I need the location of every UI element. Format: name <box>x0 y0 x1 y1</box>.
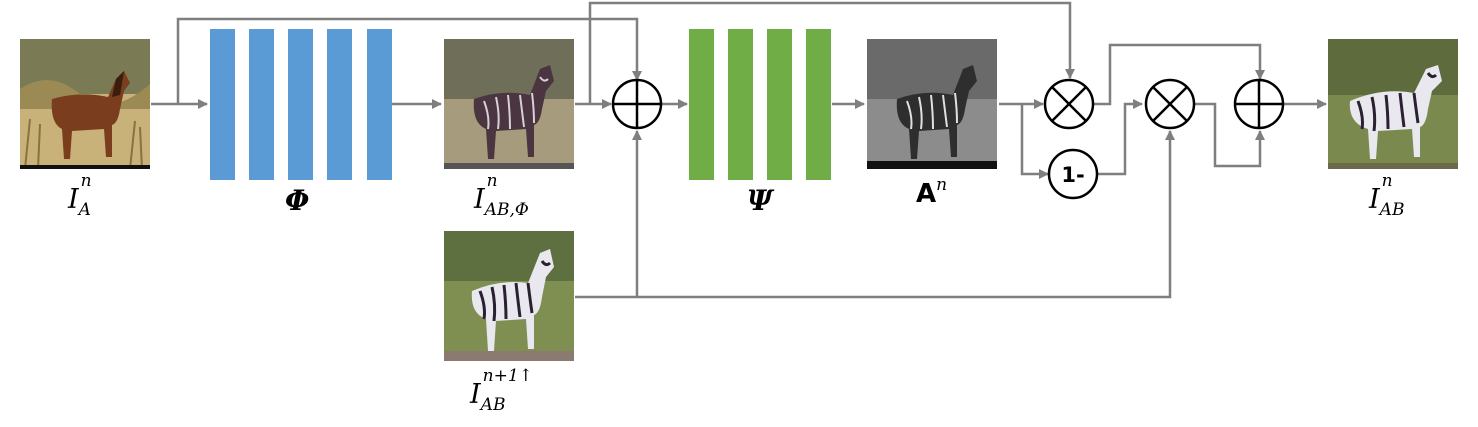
phi-block-3 <box>288 29 313 180</box>
psi-block-1 <box>689 29 714 180</box>
plus-operator-2 <box>1233 78 1285 130</box>
arrow-upsampled-to-mult2 <box>575 130 1175 299</box>
upsampled-prev-image <box>444 231 574 361</box>
multiply-operator-1 <box>1043 78 1095 130</box>
psi-block-4 <box>806 29 831 180</box>
phi-output-image <box>444 39 574 169</box>
phi-label: Φ <box>285 184 310 217</box>
psi-label: Ψ <box>747 184 773 217</box>
psi-block-3 <box>767 29 792 180</box>
arrow-phi-output-to-mult1 <box>588 1 1075 104</box>
arrow-mult2-to-plus2 <box>1194 102 1265 168</box>
arrow-attention-to-one-minus <box>1020 104 1049 179</box>
arrow-mult1-to-plus2 <box>1093 43 1265 106</box>
attention-label: An <box>916 175 948 209</box>
phi-block-4 <box>327 29 352 180</box>
multiply-operator-2 <box>1144 78 1196 130</box>
final-output-image <box>1328 39 1458 169</box>
phi-block-5 <box>367 29 392 180</box>
input-horse-image <box>20 39 150 169</box>
plus-operator-1 <box>611 78 663 130</box>
one-minus-operator <box>1047 148 1099 200</box>
one-minus-label: 1- <box>1061 163 1084 187</box>
phi-block-1 <box>210 29 235 180</box>
attention-map-image <box>867 39 997 169</box>
arrow-input-skip-to-plus <box>176 17 642 104</box>
psi-block-2 <box>728 29 753 180</box>
arrow-one-minus-to-mult2 <box>1097 99 1143 176</box>
phi-block-2 <box>249 29 274 180</box>
